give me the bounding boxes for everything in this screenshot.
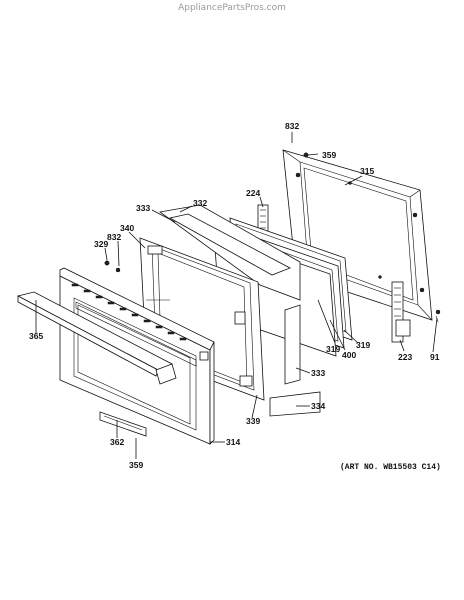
insulation-panels	[159, 204, 321, 417]
callout-832-top: 832	[285, 121, 299, 131]
callout-339: 339	[246, 416, 260, 426]
door-vent-slots	[71, 283, 187, 341]
callout-332: 332	[193, 198, 207, 208]
callout-333-bottom: 333	[311, 368, 325, 378]
callout-359-top: 359	[322, 150, 336, 160]
callout-223: 223	[398, 352, 412, 362]
callout-224: 224	[246, 188, 260, 198]
callout-314: 314	[226, 437, 240, 447]
callout-319-a: 319	[326, 344, 340, 354]
callout-315: 315	[360, 166, 374, 176]
callout-319-b: 319	[356, 340, 370, 350]
callout-400: 400	[342, 350, 356, 360]
watermark: AppliancePartsPros.com	[178, 3, 286, 13]
door-handle-365	[16, 291, 177, 385]
callout-365: 365	[29, 331, 43, 341]
callouts: 832 359 315 224 333 332 340 832 329 365 …	[29, 121, 440, 470]
callout-91: 91	[430, 352, 440, 362]
door-hinge-223	[391, 281, 411, 343]
callout-333-top: 333	[136, 203, 150, 213]
callout-832-left: 832	[107, 232, 121, 242]
callout-362: 362	[110, 437, 124, 447]
callout-340: 340	[120, 223, 134, 233]
callout-359-bottom: 359	[129, 460, 143, 470]
bottom-trim-362	[99, 411, 147, 437]
callout-329: 329	[94, 239, 108, 249]
callout-334: 334	[311, 401, 325, 411]
leader-lines	[35, 132, 438, 459]
art-number: (ART NO. WB15503 C14)	[340, 463, 441, 472]
